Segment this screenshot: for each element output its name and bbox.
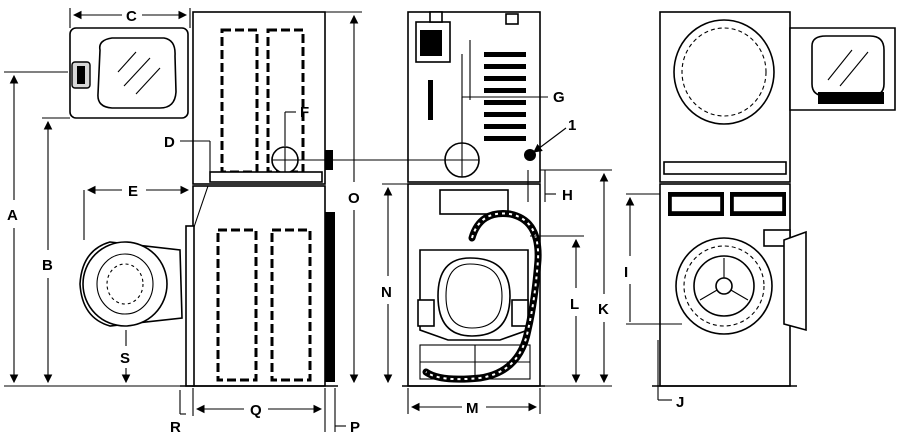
label-E: E	[128, 183, 138, 200]
label-Q: Q	[250, 402, 262, 419]
label-F: F	[300, 104, 309, 121]
label-B: B	[42, 257, 53, 274]
rear-view	[402, 11, 545, 387]
side-view	[180, 11, 338, 387]
front-dryer-drum-opening	[673, 19, 775, 125]
label-A: A	[7, 207, 18, 224]
dimension-labels: A B C D E F G H I J K L M N O P Q R S 1	[7, 8, 684, 436]
label-C: C	[126, 8, 137, 25]
dryer-door-open-view	[69, 27, 189, 119]
label-H: H	[562, 187, 573, 204]
label-G: G	[553, 89, 565, 106]
rear-item-1-marker	[524, 149, 536, 161]
dryer-door-window	[97, 37, 177, 109]
label-O: O	[348, 190, 360, 207]
label-I: I	[624, 264, 628, 281]
washer-door-open-profile	[79, 241, 183, 327]
washer-door-ring	[82, 241, 168, 327]
label-M: M	[466, 400, 479, 417]
label-P: P	[350, 419, 360, 436]
dimension-lines	[4, 8, 682, 432]
front-dryer-door-open	[789, 27, 896, 111]
label-S: S	[120, 350, 130, 367]
rear-vent-louvers	[484, 52, 526, 141]
label-1: 1	[568, 117, 576, 134]
rear-washer-tub-outline	[437, 257, 511, 337]
label-N: N	[381, 284, 392, 301]
label-R: R	[170, 419, 181, 436]
label-L: L	[570, 296, 579, 313]
side-dryer-cabinet	[192, 11, 326, 185]
side-washer-door-edge	[325, 212, 335, 382]
front-washer-door-open	[783, 230, 807, 332]
label-K: K	[598, 301, 609, 318]
label-J: J	[676, 394, 684, 411]
label-D: D	[164, 134, 175, 151]
front-view	[652, 11, 896, 387]
